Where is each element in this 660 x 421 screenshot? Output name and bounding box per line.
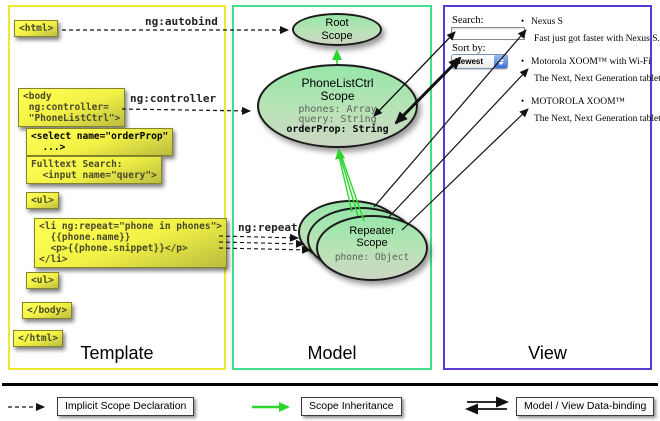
code-ul-close: <ul> [26,272,59,289]
phonelistctrl-scope-ellipse: PhoneListCtrl Scope phones: Array query:… [257,64,418,148]
root-scope-title: Root Scope [321,17,353,42]
phone-title: MOTOROLA XOOM™ [531,97,625,107]
prop-phones: phones: Array [298,104,377,115]
root-scope-ellipse: Root Scope [292,13,382,46]
code-html-open: <html> [14,20,59,37]
phone-desc: Fast just got faster with Nexus S. [534,34,660,44]
phone-desc: The Next, Next Generation tablet. [534,74,660,84]
legend-implicit-scope: Implicit Scope Declaration [57,397,195,416]
code-ul-open: <ul> [26,192,59,209]
phone-list-item: • MOTOROLA XOOM™ The Next, Next Generatio… [521,96,660,124]
prop-phone: phone: Object [334,252,410,263]
prop-query: query: String [298,114,377,125]
phone-title: Motorola XOOM™ with Wi-Fi [531,57,651,67]
code-li-repeat: <li ng:repeat="phone in phones"> {{phone… [34,218,228,268]
sort-dropdown-value: Newest [455,57,484,66]
bullet-icon: • [521,56,525,66]
search-label: Search: [452,15,484,26]
ng-controller-label: ng:controller [130,92,217,105]
code-body-open: <body ng:controller= "PhoneListCtrl"> [18,88,126,127]
repeater-scope-title: Repeater Scope [349,225,395,249]
code-body-close: </body> [22,302,73,319]
bullet-icon: • [521,96,525,106]
sort-dropdown[interactable]: Newest [451,54,508,69]
repeater-scope-front: Repeater Scope phone: Object [316,215,428,281]
prop-orderprop: orderProp: String [286,124,389,135]
code-select: <select name="orderProp" ...> [26,128,174,156]
legend-scope-inheritance: Scope Inheritance [301,397,402,416]
dropdown-arrows-icon [494,55,507,68]
view-panel-label: View [528,343,567,363]
ng-repeat-label: ng:repeat [238,221,298,234]
phone-title: Nexus S [531,17,563,27]
phone-list-item: • Nexus S Fast just got faster with Nexus… [521,16,660,44]
template-panel-label: Template [80,343,154,363]
separator-rule [2,383,658,386]
ng-autobind-label: ng:autobind [145,15,218,28]
code-html-close: </html> [13,330,64,347]
sort-by-label: Sort by: [452,43,486,54]
phone-desc: The Next, Next Generation tablet. [534,114,660,124]
legend-data-binding: Model / View Data-binding [516,397,655,416]
phonelistctrl-scope-title: PhoneListCtrl Scope [301,76,374,103]
code-fulltext-search: Fulltext Search: <input name="query"> [26,156,162,184]
search-input[interactable] [451,27,525,40]
bullet-icon: • [521,16,525,26]
phone-list-item: • Motorola XOOM™ with Wi-Fi The Next, Nex… [521,56,660,84]
model-panel-label: Model [307,343,357,363]
model-panel: Model [232,5,432,370]
